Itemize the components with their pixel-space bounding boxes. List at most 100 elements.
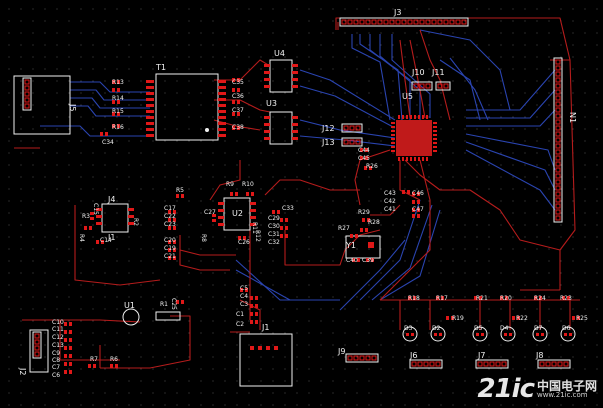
cap-pad <box>369 166 372 170</box>
ic-pin <box>433 134 437 136</box>
header-pin <box>371 19 377 25</box>
ic-pin <box>418 157 420 161</box>
ic-pin <box>433 146 437 148</box>
cap-pad <box>69 322 72 326</box>
cap-pad <box>412 214 415 218</box>
header-pin <box>349 139 355 145</box>
ic-pin <box>146 134 154 137</box>
designator-u2: U2 <box>232 209 243 218</box>
bottom-layer-trace <box>449 57 489 121</box>
bottom-layer-trace <box>299 85 396 129</box>
cap-pad <box>176 194 179 198</box>
bottom-layer-trace <box>299 119 396 139</box>
usb-pad <box>258 346 262 350</box>
ic-pin <box>218 216 224 219</box>
ic-pin <box>406 157 408 161</box>
ic-pin <box>146 86 154 89</box>
header-j8 <box>537 359 571 369</box>
cap-pad <box>112 112 115 116</box>
designator-t1: T1 <box>155 63 166 72</box>
cap-pad <box>280 226 283 230</box>
cap-pad <box>417 200 420 204</box>
header-pin <box>24 97 30 103</box>
header-pin <box>413 19 419 25</box>
cap-pad <box>441 296 444 300</box>
top-layer-trace <box>419 29 451 121</box>
header-pin <box>555 149 561 155</box>
cap-pad <box>365 228 368 232</box>
ic-pin <box>250 216 256 219</box>
cap-pad <box>412 208 415 212</box>
cap-pad <box>277 210 280 214</box>
bottom-layer-trace <box>379 209 441 301</box>
cap-pad <box>173 210 176 214</box>
header-pin <box>555 155 561 161</box>
led-outline <box>402 326 418 342</box>
cap-pad <box>245 288 248 292</box>
cap-pad <box>232 100 235 104</box>
ic-pin <box>250 223 256 226</box>
cap-pad <box>352 258 355 262</box>
ic-pin <box>422 157 424 161</box>
bottom-layer-trace <box>359 34 403 121</box>
cap-pad <box>212 214 216 217</box>
cap-pad <box>255 304 258 308</box>
ic-pin <box>146 122 154 125</box>
header-pin <box>555 173 561 179</box>
designator-c11: C11 <box>52 326 64 333</box>
designator-u1: U1 <box>124 301 135 310</box>
designator-c45: C45 <box>358 155 370 162</box>
header-pin <box>555 161 561 167</box>
designator-r2: R2 <box>132 218 139 226</box>
ic-pin <box>414 157 416 161</box>
designator-r27: R27 <box>338 225 350 232</box>
designator-c31: C31 <box>268 231 280 238</box>
cap-pad <box>285 226 288 230</box>
designator-j6: J6 <box>409 351 417 360</box>
led-pad <box>439 333 442 336</box>
header-j3 <box>339 17 469 27</box>
bottom-layer-trace <box>70 97 150 109</box>
pin1-marker <box>205 128 209 132</box>
usb-pad <box>250 346 254 350</box>
ic-pin <box>218 128 226 131</box>
top-layer-trace <box>379 159 431 301</box>
cap-pad <box>88 364 91 368</box>
ic-pin <box>391 138 395 140</box>
bottom-layer-trace <box>235 269 330 301</box>
designator-r12: R12 <box>254 230 261 242</box>
cap-pad <box>412 192 415 196</box>
cap-pad <box>238 236 241 240</box>
led-pad <box>569 333 572 336</box>
led-pad <box>434 333 437 336</box>
top-layer-trace <box>60 319 141 323</box>
designator-n1: N1 <box>568 112 577 123</box>
cap-pad <box>517 316 520 320</box>
top-layer-trace <box>214 59 271 81</box>
designator-r19: R19 <box>452 315 464 322</box>
cap-pad <box>417 214 420 218</box>
header-pin <box>24 91 30 97</box>
cap-pad <box>250 296 253 300</box>
header-pin <box>437 83 443 89</box>
cap-pad <box>90 212 94 215</box>
designator-c23: C23 <box>164 221 176 228</box>
designator-c5: C5 <box>240 285 248 292</box>
cap-pad <box>451 316 454 320</box>
header-pin <box>34 351 40 357</box>
led-outline <box>500 326 516 342</box>
top-layer-trace <box>239 299 261 330</box>
cap-pad <box>357 258 360 262</box>
header-pin <box>555 113 561 119</box>
header-pin <box>429 361 435 367</box>
cap-pad <box>105 132 108 136</box>
cap-pad <box>237 78 240 82</box>
watermark-number: 21ic <box>477 374 535 404</box>
header-pin <box>431 19 437 25</box>
designator-c4: C4 <box>240 293 248 300</box>
cap-pad <box>168 226 171 230</box>
ic-pin <box>402 157 404 161</box>
cap-pad <box>240 288 243 292</box>
